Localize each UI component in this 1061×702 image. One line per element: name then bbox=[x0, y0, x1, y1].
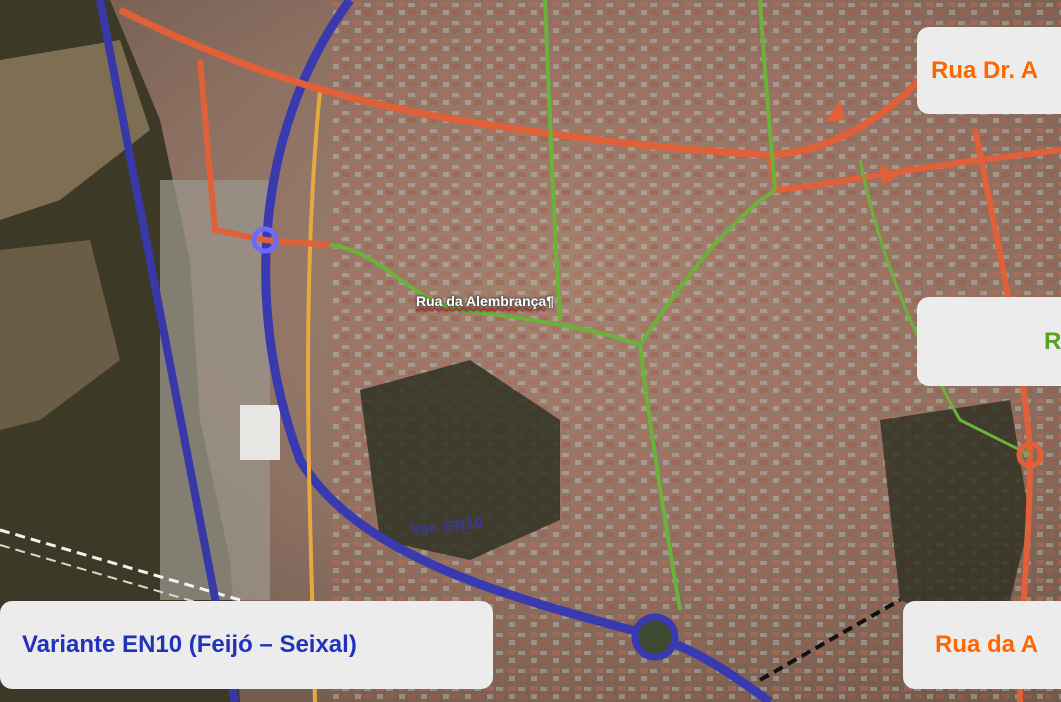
roundabout-east bbox=[1016, 441, 1044, 469]
railway-3 bbox=[759, 598, 901, 682]
street-label-alembranca: Rua da Alembrança¶ bbox=[416, 293, 554, 309]
orange-road-top bbox=[118, 6, 933, 159]
arrow-icon bbox=[825, 100, 845, 122]
orange-road-east bbox=[767, 147, 1061, 194]
highway-en10-variant bbox=[261, 0, 773, 702]
dirt-field-right bbox=[880, 400, 1030, 640]
highway-a2 bbox=[96, 0, 239, 702]
green-road-north bbox=[543, 0, 562, 321]
green-road-south bbox=[638, 344, 682, 611]
orange-road-west bbox=[197, 59, 331, 248]
callout-green-road: R bbox=[917, 297, 1061, 386]
warehouse bbox=[240, 405, 280, 460]
green-road-alembranca bbox=[329, 243, 641, 347]
street-label-text: Rua da Alembrança bbox=[416, 293, 547, 309]
green-road-east bbox=[758, 0, 777, 191]
roundabout-south bbox=[631, 613, 679, 661]
fields-left-2 bbox=[0, 240, 120, 430]
park-woodland bbox=[360, 360, 560, 560]
callout-rua-da: Rua da A bbox=[903, 601, 1061, 689]
green-road-right bbox=[858, 159, 1031, 457]
callout-variante-en10: Variante EN10 (Feijó – Seixal) bbox=[0, 601, 493, 689]
railway bbox=[0, 528, 241, 602]
roundabout-west bbox=[251, 226, 279, 254]
arrow-icon bbox=[880, 165, 900, 185]
paragraph-mark: ¶ bbox=[546, 293, 554, 309]
green-road-diagonal bbox=[638, 188, 777, 347]
callout-rua-dr: Rua Dr. A bbox=[917, 27, 1061, 114]
